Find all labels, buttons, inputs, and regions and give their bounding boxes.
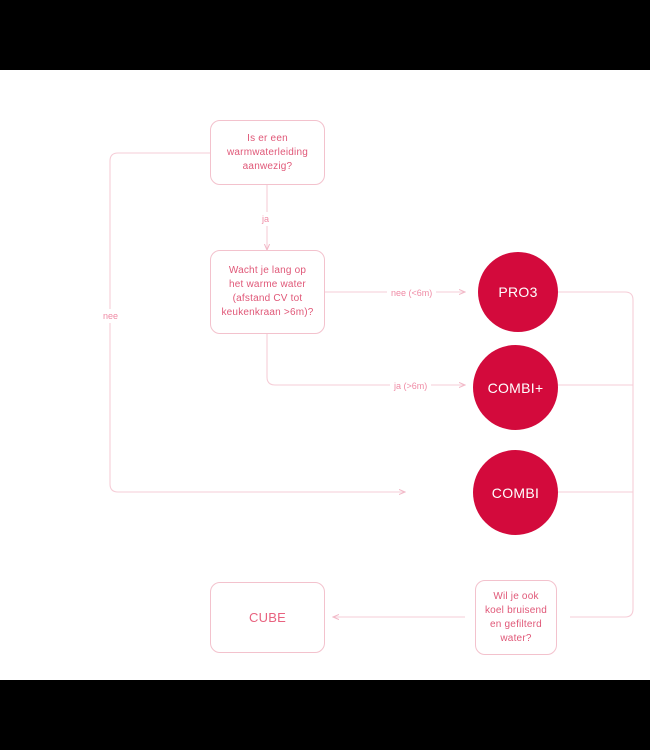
node-line: warmwaterleiding	[226, 146, 308, 158]
node-q-wachttijd[interactable]: Wacht je lang op het warme water (afstan…	[210, 250, 325, 334]
node-line: Wil je ook	[493, 590, 539, 602]
node-q-bruisend[interactable]: Wil je ook koel bruisend en gefilterd wa…	[475, 580, 557, 655]
node-line: koel bruisend	[484, 604, 548, 616]
node-label: COMBI	[491, 484, 540, 501]
edge-layer	[109, 152, 634, 680]
edge-label-ja-6m: ja (>6m)	[390, 379, 432, 393]
node-result-combi[interactable]: COMBI	[473, 450, 558, 535]
node-result-combi-plus[interactable]: COMBI+	[473, 345, 558, 430]
node-line: aanwezig?	[242, 160, 293, 172]
node-label: PRO3	[498, 284, 538, 300]
node-line: Wacht je lang op	[228, 265, 307, 276]
edge-ja-6m	[266, 334, 465, 385]
node-line: Is er een	[247, 132, 288, 144]
node-line: water?	[500, 632, 532, 644]
node-line: (afstand CV tot	[232, 293, 303, 304]
node-line: en gefilterd	[490, 618, 542, 630]
node-q-warmwaterleiding[interactable]: Is er een warmwaterleiding aanwezig?	[210, 120, 325, 185]
edge-pro3-to-bruisend	[558, 291, 634, 618]
diagram-canvas: Is er een warmwaterleiding aanwezig? Wac…	[0, 70, 650, 680]
node-result-cube[interactable]: CUBE	[210, 582, 325, 653]
node-line: keukenkraan >6m)?	[221, 307, 314, 318]
node-label: COMBI+	[487, 379, 544, 396]
edge-label-nee-6m: nee (<6m)	[387, 286, 437, 300]
node-line: het warme water	[229, 279, 306, 290]
node-result-pro3[interactable]: PRO3	[478, 252, 558, 332]
edge-label-ja: ja	[258, 212, 274, 226]
edge-label-nee: nee	[99, 309, 123, 323]
node-label: CUBE	[249, 609, 286, 625]
